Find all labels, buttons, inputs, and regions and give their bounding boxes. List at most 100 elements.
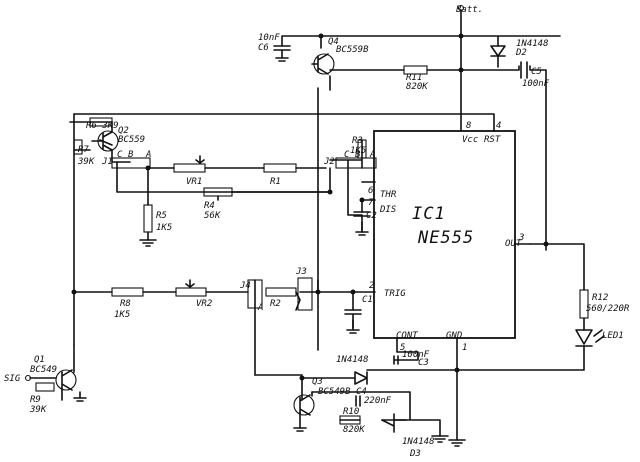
svg-text:C: C bbox=[344, 150, 350, 160]
wires bbox=[29, 9, 585, 441]
resistor-r4: R4 56K bbox=[203, 187, 233, 221]
svg-text:VR2: VR2 bbox=[196, 299, 212, 309]
svg-text:BC549: BC549 bbox=[30, 365, 57, 375]
diode-d3: 1N4148 D3 bbox=[381, 413, 435, 459]
capacitor-c2: C2 bbox=[353, 211, 377, 236]
svg-text:LED1: LED1 bbox=[602, 331, 624, 341]
diode-d2: 1N4148 D2 bbox=[490, 39, 549, 58]
svg-text:6: 6 bbox=[368, 186, 373, 196]
svg-text:2: 2 bbox=[369, 281, 374, 291]
svg-text:J2: J2 bbox=[323, 157, 335, 167]
resistor-r7: R7 39K bbox=[73, 139, 95, 167]
svg-text:100nF: 100nF bbox=[402, 350, 430, 360]
signal-input: SIG bbox=[4, 374, 32, 384]
svg-text:C1: C1 bbox=[362, 295, 373, 305]
jumper-j4: J4 A bbox=[239, 279, 263, 313]
capacitor-c6: 10nF C6 bbox=[258, 33, 291, 62]
svg-text:560/220R: 560/220R bbox=[586, 304, 630, 314]
svg-text:RST: RST bbox=[484, 135, 501, 145]
svg-text:R9: R9 bbox=[30, 395, 41, 405]
transistor-q4: Q4 BC559B bbox=[311, 37, 369, 75]
svg-text:J1: J1 bbox=[101, 157, 113, 167]
svg-text:1N4148: 1N4148 bbox=[336, 355, 369, 365]
resistor-r9: R9 39K bbox=[29, 382, 55, 415]
svg-text:C6: C6 bbox=[258, 43, 269, 53]
svg-text:220nF: 220nF bbox=[364, 396, 392, 406]
battery-terminal: Batt. bbox=[456, 4, 483, 15]
svg-text:A: A bbox=[145, 150, 151, 160]
svg-text:DIS: DIS bbox=[379, 205, 397, 215]
svg-text:Batt.: Batt. bbox=[456, 5, 483, 15]
svg-text:OUT: OUT bbox=[505, 239, 522, 249]
transistor-q1: Q1 BC549 bbox=[30, 355, 77, 391]
junction-dots bbox=[71, 33, 549, 381]
svg-text:820K: 820K bbox=[343, 425, 365, 435]
svg-text:C: C bbox=[117, 150, 123, 160]
svg-text:56K: 56K bbox=[204, 211, 221, 221]
svg-text:8: 8 bbox=[466, 121, 471, 131]
svg-text:R1: R1 bbox=[270, 177, 281, 187]
svg-text:IC1: IC1 bbox=[412, 204, 446, 224]
svg-text:C5: C5 bbox=[531, 67, 542, 77]
ground-q1 bbox=[73, 397, 87, 402]
resistor-r3: R3 1K5 bbox=[350, 136, 367, 159]
svg-text:39K: 39K bbox=[29, 405, 47, 415]
svg-text:BC559: BC559 bbox=[118, 135, 145, 145]
svg-text:Q3: Q3 bbox=[312, 377, 323, 387]
potentiometer-vr1: VR1 bbox=[173, 155, 206, 187]
svg-text:VR1: VR1 bbox=[186, 177, 202, 187]
ground-symbols bbox=[293, 391, 466, 447]
svg-text:D3: D3 bbox=[409, 449, 421, 459]
svg-text:1N4148: 1N4148 bbox=[402, 437, 435, 447]
svg-text:R11: R11 bbox=[406, 73, 422, 83]
svg-text:TRIG: TRIG bbox=[384, 289, 406, 299]
svg-text:A: A bbox=[369, 150, 375, 160]
svg-text:R10: R10 bbox=[343, 407, 359, 417]
svg-text:1K5: 1K5 bbox=[114, 310, 130, 320]
svg-text:R3: R3 bbox=[352, 136, 363, 146]
svg-text:Q2: Q2 bbox=[118, 126, 129, 136]
capacitor-c3: 100nF C3 bbox=[393, 350, 430, 368]
svg-text:SIG: SIG bbox=[4, 374, 21, 384]
svg-text:A: A bbox=[257, 303, 263, 313]
potentiometer-vr2: VR2 bbox=[175, 279, 212, 309]
svg-text:GND: GND bbox=[446, 331, 462, 341]
svg-text:R6 3K9: R6 3K9 bbox=[86, 121, 119, 131]
capacitor-c4: C4 220nF bbox=[355, 387, 392, 407]
svg-text:B: B bbox=[128, 150, 134, 160]
resistor-r12: R12 560/220R bbox=[579, 289, 630, 319]
svg-text:C3: C3 bbox=[418, 358, 429, 368]
ic1-ne555: IC1 NE555 Vcc RST 8 4 THR DIS 6 7 OUT 3 … bbox=[368, 121, 524, 353]
resistor-r11: R11 820K bbox=[403, 65, 428, 92]
svg-text:J3: J3 bbox=[295, 267, 307, 277]
svg-text:R8: R8 bbox=[120, 299, 131, 309]
svg-text:1N4148: 1N4148 bbox=[516, 39, 549, 49]
svg-text:820K: 820K bbox=[406, 82, 428, 92]
svg-text:Q1: Q1 bbox=[34, 355, 45, 365]
transistor-q2: Q2 BC559 bbox=[91, 126, 145, 152]
resistor-r8: R8 1K5 bbox=[111, 287, 144, 320]
transistor-q3: Q3 BC549B bbox=[293, 377, 351, 416]
svg-text:R7: R7 bbox=[78, 145, 89, 155]
svg-text:C2: C2 bbox=[366, 211, 377, 221]
resistor-r1: R1 bbox=[263, 163, 297, 187]
svg-text:NE555: NE555 bbox=[417, 228, 474, 248]
svg-text:BC559B: BC559B bbox=[336, 45, 369, 55]
svg-text:4: 4 bbox=[496, 121, 501, 131]
svg-text:R2: R2 bbox=[270, 299, 281, 309]
svg-text:THR: THR bbox=[380, 190, 397, 200]
svg-text:10nF: 10nF bbox=[258, 33, 280, 43]
svg-text:3: 3 bbox=[518, 233, 524, 243]
svg-text:C4: C4 bbox=[356, 387, 367, 397]
svg-text:BC549B: BC549B bbox=[318, 387, 351, 397]
resistor-r6: R6 3K9 bbox=[86, 117, 119, 131]
svg-text:Q4: Q4 bbox=[328, 37, 339, 47]
svg-text:5: 5 bbox=[400, 343, 405, 353]
svg-text:Vcc: Vcc bbox=[462, 135, 478, 145]
resistor-r5: R5 1K5 bbox=[139, 204, 172, 247]
resistor-r2: R2 bbox=[265, 287, 297, 309]
diode-d1: 1N4148 bbox=[336, 355, 369, 385]
svg-text:39K: 39K bbox=[77, 157, 95, 167]
resistor-r10: R10 820K bbox=[339, 407, 365, 435]
capacitor-c1: C1 bbox=[344, 295, 373, 334]
